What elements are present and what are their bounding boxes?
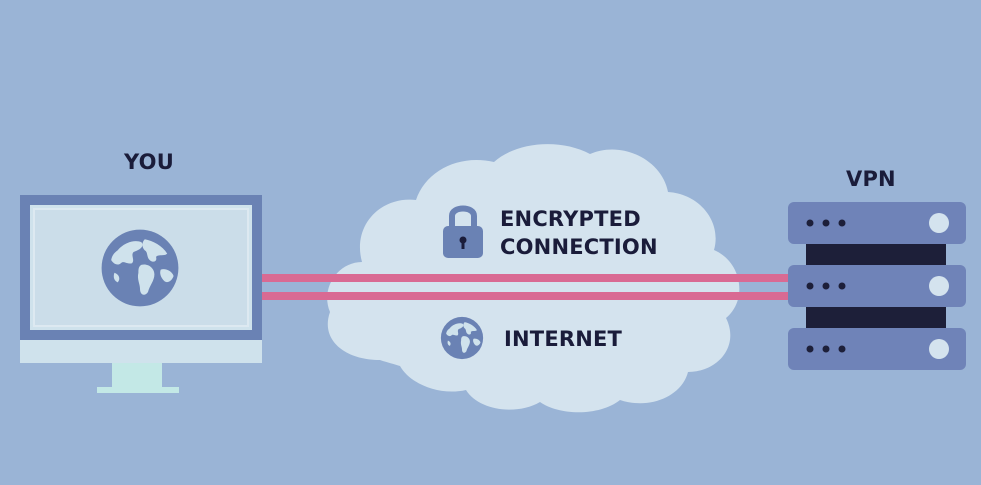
encrypted-label-line1: ENCRYPTED (500, 207, 641, 231)
you-label: YOU (124, 150, 174, 174)
vpn-label: VPN (846, 167, 896, 191)
encrypted-label-line2: CONNECTION (500, 235, 658, 259)
server-rack-icon (788, 202, 966, 370)
server-unit-2 (788, 265, 966, 307)
internet-globe-icon (440, 316, 484, 360)
internet-label: INTERNET (504, 327, 623, 351)
encrypted-connection-label: ENCRYPTED CONNECTION (500, 205, 658, 261)
encrypted-tunnel (262, 274, 792, 300)
screen-globe-icon (101, 229, 179, 307)
padlock-icon (443, 205, 483, 258)
server-unit-3 (788, 328, 966, 370)
server-unit-1 (788, 202, 966, 244)
